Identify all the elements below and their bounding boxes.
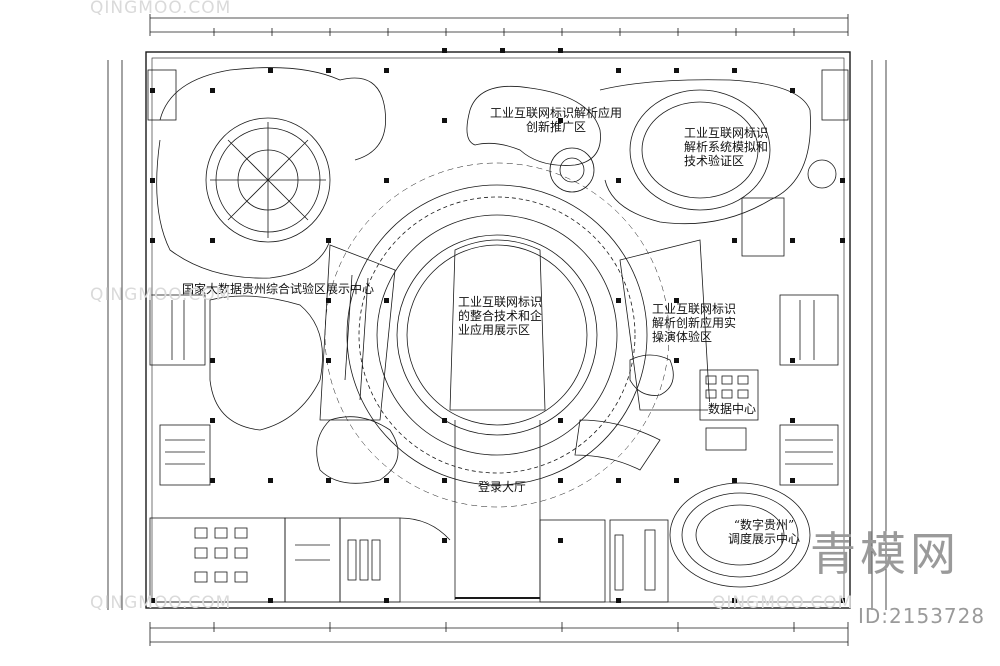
stair-cores	[147, 69, 849, 486]
side-dimension-lines	[107, 60, 887, 610]
watermark-small-3: QINGMOO.COM	[90, 593, 232, 613]
watermark-small-2: QINGMOO.COM	[90, 285, 232, 305]
dome-zone	[156, 67, 387, 279]
structural-columns	[150, 48, 845, 603]
app-promo-zone	[466, 85, 601, 193]
watermark-small-4: QINGMOO.COM	[712, 593, 854, 613]
bottom-dimension-lines	[149, 622, 849, 646]
label-dispatch-center: “数字贵州” 调度展示中心	[728, 518, 801, 546]
data-center-room	[699, 369, 759, 451]
label-sys-sim-zone: 工业互联网标识 解析系统模拟和 技术验证区	[684, 126, 769, 168]
label-app-promo-zone: 工业互联网标识解析应用 创新推广区	[490, 106, 623, 134]
label-big-data-center: 国家大数据贵州综合试验区展示中心	[182, 282, 375, 296]
watermark-id: ID:2153728	[858, 604, 986, 628]
label-integration-zone: 工业互联网标识 的整合技术和企 业应用展示区	[458, 295, 543, 337]
big-data-zone	[209, 295, 399, 484]
dispatch-center	[669, 482, 811, 588]
central-rotunda	[324, 162, 670, 600]
label-data-center: 数据中心	[708, 402, 757, 416]
sys-sim-zone	[599, 79, 837, 257]
label-lobby: 登录大厅	[478, 480, 527, 494]
watermark-small-1: QINGMOO.COM	[90, 0, 232, 18]
bottom-offices	[149, 517, 669, 603]
left-wedge	[319, 244, 396, 421]
label-experience-zone: 工业互联网标识 解析创新应用实 操演体验区	[652, 302, 737, 344]
outer-wall	[145, 51, 851, 609]
watermark-brand: 青模网	[810, 527, 960, 581]
top-dimension-lines	[149, 14, 849, 36]
